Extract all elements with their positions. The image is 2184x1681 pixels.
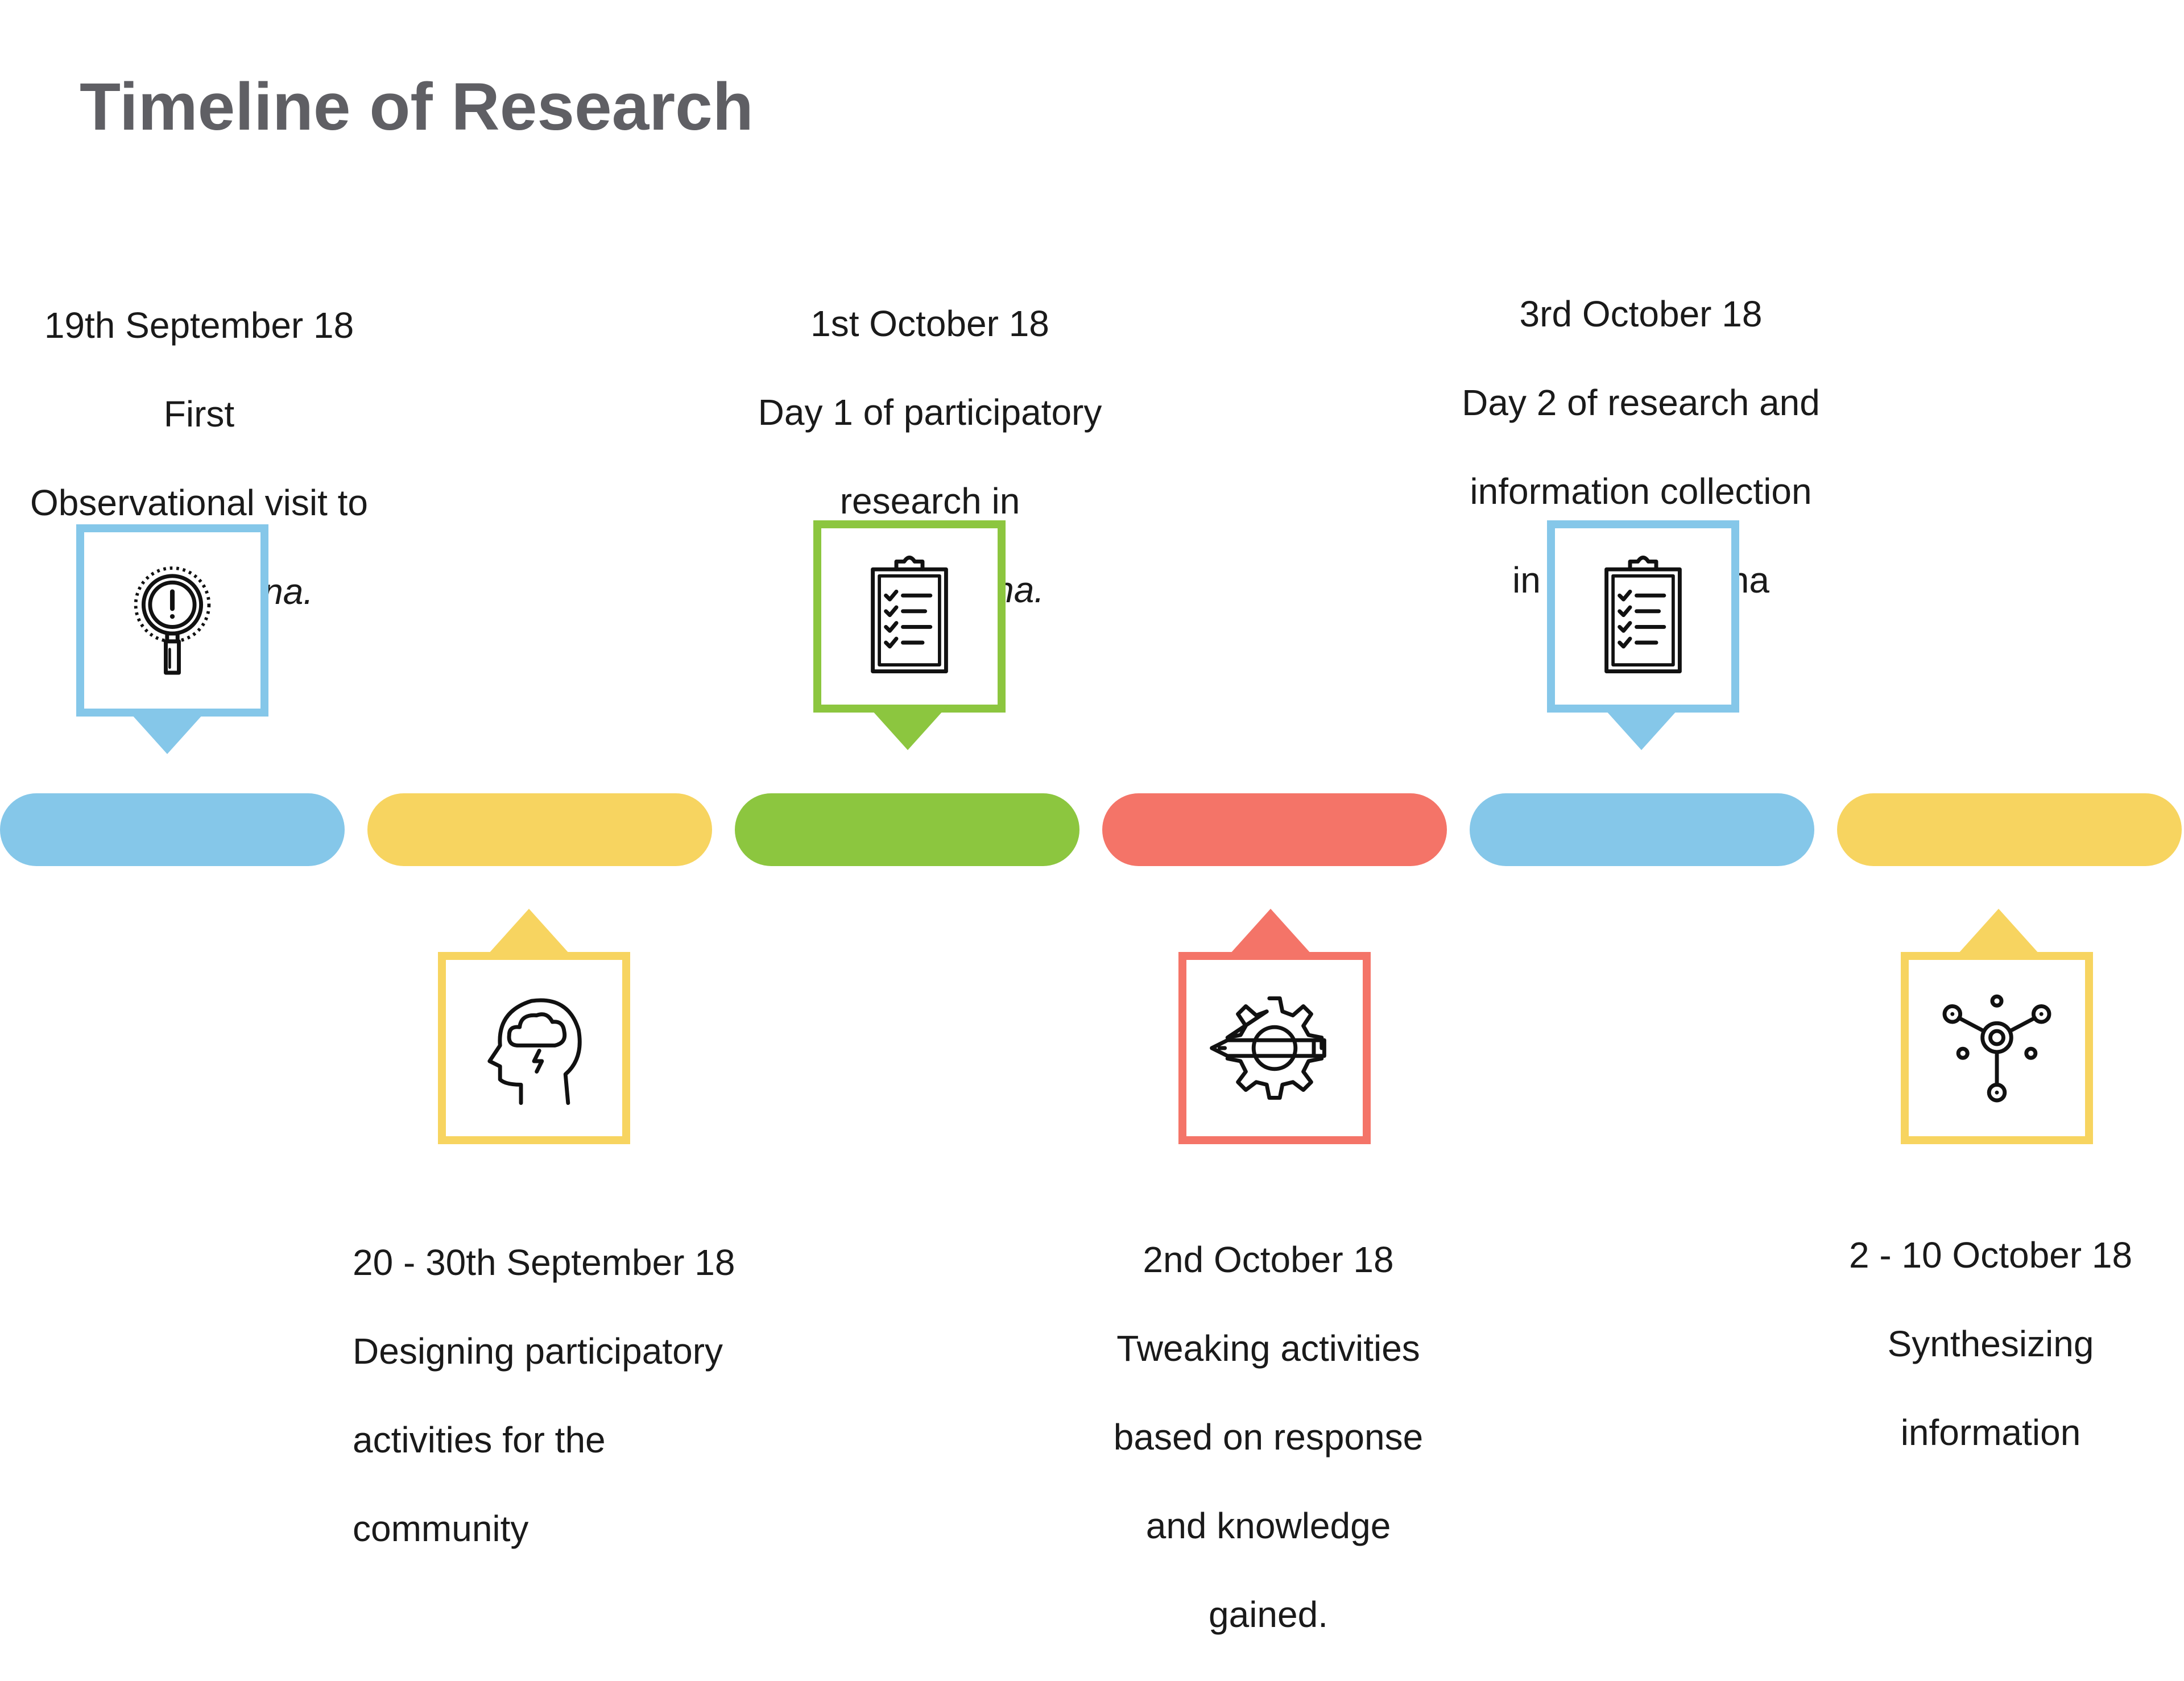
milestone-6-date: 2 - 10 October 18 <box>1848 1235 2133 1276</box>
milestone-2-line-2: Designing participatory <box>353 1331 723 1372</box>
milestone-3-line-2: Day 1 of participatory <box>758 392 1102 433</box>
milestone-1-line-2: First <box>163 394 235 434</box>
head-brainstorm-icon <box>487 998 582 1106</box>
network-nodes-icon <box>1942 994 2051 1103</box>
milestone-5-date: 3rd October 18 <box>1519 293 1763 334</box>
milestone-4-date: 2nd October 18 <box>1143 1239 1394 1280</box>
milestone-1-line-3: Observational visit to <box>30 482 369 523</box>
timeline-segment-5 <box>1470 793 1814 866</box>
milestone-5-line-2: Day 2 of research and <box>1462 382 1820 423</box>
milestone-pointer-5 <box>1600 705 1682 750</box>
timeline-segment-4 <box>1102 793 1447 866</box>
clipboard-checklist-icon <box>871 556 948 674</box>
milestone-box-3 <box>813 520 1006 713</box>
timeline-segment-1 <box>0 793 345 866</box>
page-title: Timeline of Research <box>80 69 754 144</box>
milestone-4-line-2: Tweaking activities <box>1116 1328 1420 1369</box>
milestone-6-line-2: Synthesizing <box>1887 1323 2094 1364</box>
timeline-segment-3 <box>735 793 1079 866</box>
gear-pencil-icon <box>1210 996 1326 1100</box>
clipboard-checklist-icon <box>1604 556 1682 674</box>
milestone-label-3: 1st October 18 Day 1 of participatory re… <box>728 257 1132 656</box>
timeline-segment-2 <box>367 793 712 866</box>
milestone-box-4 <box>1178 952 1371 1144</box>
milestone-3-line-3: research in <box>839 481 1020 521</box>
milestone-6-line-3: information <box>1900 1412 2081 1453</box>
milestone-box-1 <box>76 524 268 717</box>
milestone-1-date: 19th September 18 <box>44 305 354 346</box>
milestone-label-4: 2nd October 18 Tweaking activities based… <box>1069 1193 1467 1681</box>
magnifier-alert-icon <box>134 566 211 675</box>
milestone-pointer-6 <box>1958 909 2040 954</box>
milestone-5-line-3: information collection <box>1470 471 1812 512</box>
milestone-4-line-5: gained. <box>1209 1594 1328 1635</box>
milestone-4-line-4: and knowledge <box>1145 1505 1391 1546</box>
milestone-pointer-4 <box>1230 909 1312 954</box>
milestone-2-date: 20 - 30th September 18 <box>353 1242 735 1283</box>
milestone-label-6: 2 - 10 October 18 Synthesizing informati… <box>1797 1189 2184 1499</box>
milestone-2-line-3: activities for the <box>353 1419 606 1460</box>
timeline-segment-6 <box>1837 793 2182 866</box>
milestone-box-5 <box>1547 520 1739 713</box>
milestone-pointer-2 <box>488 909 570 954</box>
milestone-box-6 <box>1901 952 2093 1144</box>
milestone-pointer-1 <box>126 709 208 754</box>
milestone-3-date: 1st October 18 <box>810 303 1049 344</box>
milestone-box-2 <box>438 952 630 1144</box>
milestone-4-line-3: based on response <box>1113 1417 1424 1458</box>
milestone-label-2: 20 - 30th September 18 Designing partici… <box>353 1196 808 1595</box>
milestone-pointer-3 <box>867 705 949 750</box>
milestone-2-line-4: community <box>353 1508 529 1549</box>
